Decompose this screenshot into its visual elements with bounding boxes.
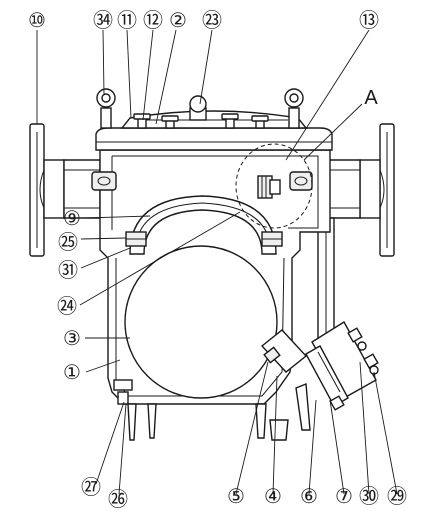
detail-a-circle [235, 143, 313, 229]
valve-seat-assembly [260, 329, 308, 373]
right-eye-bolt [284, 88, 304, 129]
callout-4: ④ [264, 486, 282, 508]
detail-label-a: A [364, 87, 378, 109]
callout-13: ⑬ [359, 9, 379, 32]
inlet-cover-flange [305, 321, 377, 407]
callout-3: ③ [63, 328, 81, 350]
leader-lines [36, 29, 398, 495]
inlet-cover-bolts [329, 327, 379, 411]
right-flange [323, 123, 395, 257]
callout-31: ㉛ [58, 259, 78, 282]
callout-34: ㉞ [93, 9, 113, 32]
left-eye-bolt [96, 88, 116, 129]
callout-labels: ⑩ ㉞ ⑪ ⑫ ② ㉓ ⑬ A ⑨ ㉕ ㉛ ㉔ ③ ① ㉗ ㉖ ⑤ ④ ⑥ ⑦ … [28, 9, 407, 511]
callout-12: ⑫ [143, 9, 163, 32]
callout-5: ⑤ [227, 486, 245, 508]
float-ball [124, 245, 278, 399]
callout-24: ㉔ [57, 295, 77, 318]
callout-26: ㉖ [108, 488, 128, 511]
callout-1: ① [63, 362, 81, 384]
callout-10: ⑩ [28, 10, 46, 32]
cover-bolts [133, 113, 269, 129]
callout-27: ㉗ [81, 476, 101, 499]
screen [125, 195, 283, 255]
callout-25: ㉕ [58, 231, 78, 254]
callout-2: ② [169, 10, 187, 32]
callout-11: ⑪ [117, 9, 137, 32]
top-plug [189, 95, 207, 121]
callout-29: ㉙ [387, 485, 407, 508]
callout-30: ㉚ [359, 485, 379, 508]
body-feet [127, 382, 311, 441]
callout-23: ㉓ [202, 9, 222, 32]
callout-9: ⑨ [63, 208, 81, 230]
callout-6: ⑥ [300, 486, 318, 508]
air-vent [257, 175, 281, 199]
callout-7: ⑦ [335, 486, 353, 508]
